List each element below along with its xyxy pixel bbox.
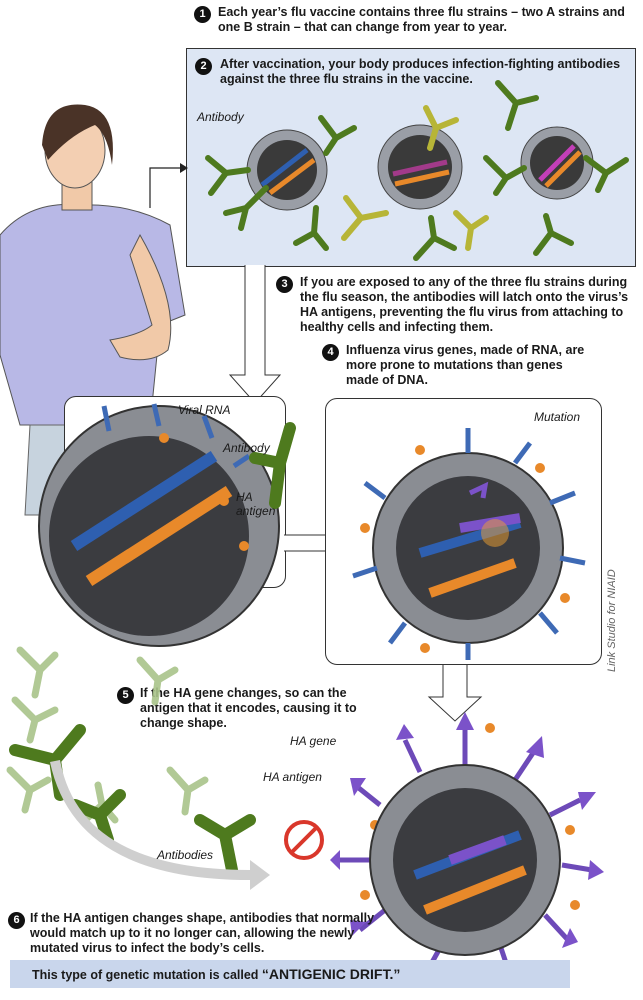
antibody-closeup bbox=[249, 422, 296, 509]
step-5-text: If the HA gene changes, so can the antig… bbox=[140, 686, 357, 730]
banner-emphasis: “ANTIGENIC DRIFT.” bbox=[261, 966, 401, 982]
antibodies-arrow bbox=[50, 760, 270, 890]
step-1-number: 1 bbox=[194, 6, 211, 23]
label-ha-antigen-bottom: HA antigen bbox=[263, 770, 322, 784]
label-antibody-mid: Antibody bbox=[223, 441, 270, 455]
antigenic-drift-banner: This type of genetic mutation is called … bbox=[10, 960, 570, 988]
step-4-text: Influenza virus genes, made of RNA, are … bbox=[346, 343, 585, 387]
vaccine-virus-2 bbox=[377, 124, 463, 210]
step-6-number: 6 bbox=[8, 912, 25, 929]
banner-prefix: This type of genetic mutation is called bbox=[32, 968, 262, 982]
label-mutation: Mutation bbox=[534, 410, 581, 424]
step-1-text: Each year’s flu vaccine contains three f… bbox=[218, 5, 625, 34]
vaccine-virus-1 bbox=[246, 129, 328, 211]
label-ha-gene: HA gene bbox=[290, 734, 337, 748]
step-4-number: 4 bbox=[322, 344, 339, 361]
label-ha-antigen-mid: HA antigen bbox=[236, 490, 276, 518]
label-antibody-top: Antibody bbox=[197, 110, 244, 124]
arrow-down-to-final bbox=[427, 665, 483, 722]
arrow-woman-to-panel bbox=[149, 163, 188, 208]
label-antibodies: Antibodies bbox=[157, 848, 214, 862]
step-5-number: 5 bbox=[117, 687, 134, 704]
step-2-number: 2 bbox=[195, 58, 212, 75]
mutation-virus bbox=[352, 428, 586, 660]
antibodies-top-panel bbox=[205, 80, 629, 261]
image-credit: Link Studio for NIAID bbox=[606, 569, 618, 672]
step-3-text: If you are exposed to any of the three f… bbox=[300, 275, 629, 334]
no-entry-icon bbox=[284, 820, 324, 860]
closeup-virus-left bbox=[38, 403, 280, 647]
label-viral-rna: Viral RNA bbox=[178, 403, 231, 417]
step-2-text: After vaccination, your body produces in… bbox=[220, 57, 621, 86]
step-6-text: If the HA antigen changes shape, antibod… bbox=[30, 911, 375, 955]
step-3-number: 3 bbox=[276, 276, 293, 293]
vaccine-virus-3 bbox=[520, 126, 594, 200]
